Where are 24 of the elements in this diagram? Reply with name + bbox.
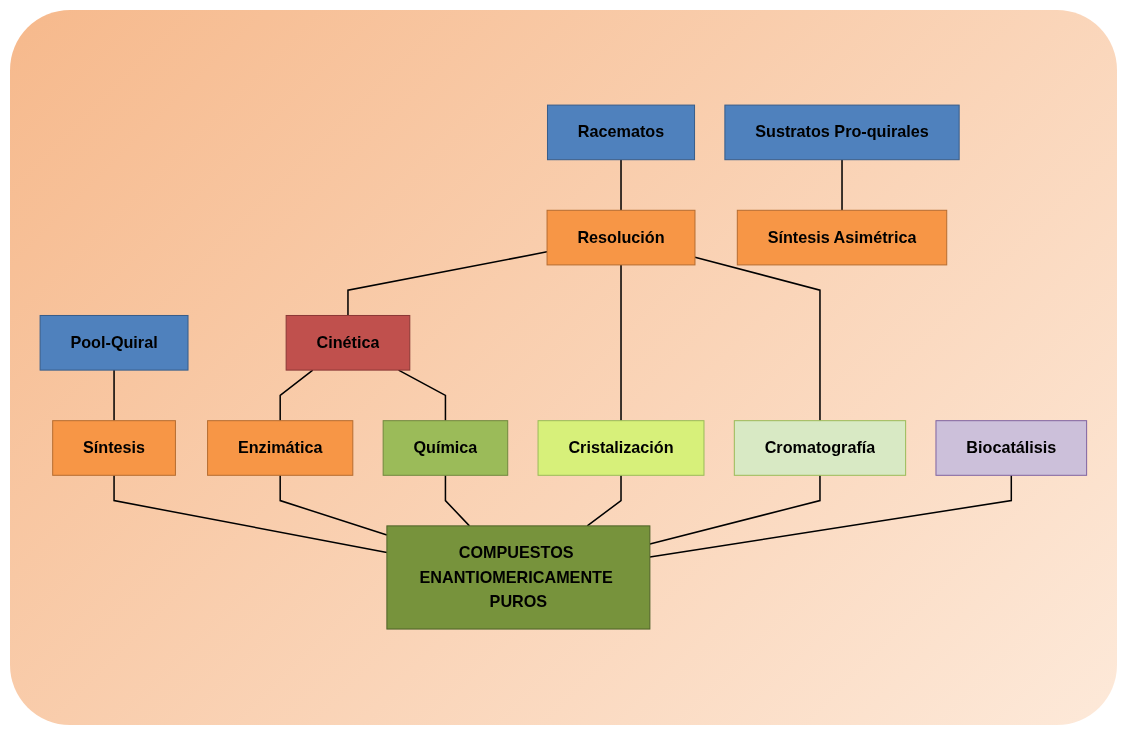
node-box: Resolución	[546, 210, 696, 266]
node-box: Síntesis	[52, 420, 177, 477]
connector	[279, 369, 314, 422]
node-box: Enzimática	[207, 420, 354, 477]
connector	[397, 369, 447, 422]
node-box: Sustratos Pro-quirales	[724, 105, 960, 161]
connector	[113, 474, 388, 554]
node-box: Pool-Quiral	[39, 315, 189, 372]
connector	[841, 159, 843, 212]
node-box: Cinética	[285, 315, 411, 372]
connector	[620, 159, 622, 212]
node-box: COMPUESTOS ENANTIOMERICAMENTE PUROS	[386, 525, 651, 630]
node-box: Química	[382, 420, 509, 477]
connector	[279, 474, 388, 537]
node-box: Cristalización	[537, 420, 705, 477]
node-box: Biocatálisis	[935, 420, 1088, 477]
connector	[620, 264, 622, 422]
connector	[586, 474, 622, 528]
connector	[347, 251, 548, 317]
node-box: Racematos	[547, 105, 696, 161]
node-box: Cromatografía	[733, 420, 907, 477]
connector	[444, 474, 471, 528]
connector	[113, 369, 115, 422]
node-box: Síntesis Asimétrica	[736, 210, 948, 266]
